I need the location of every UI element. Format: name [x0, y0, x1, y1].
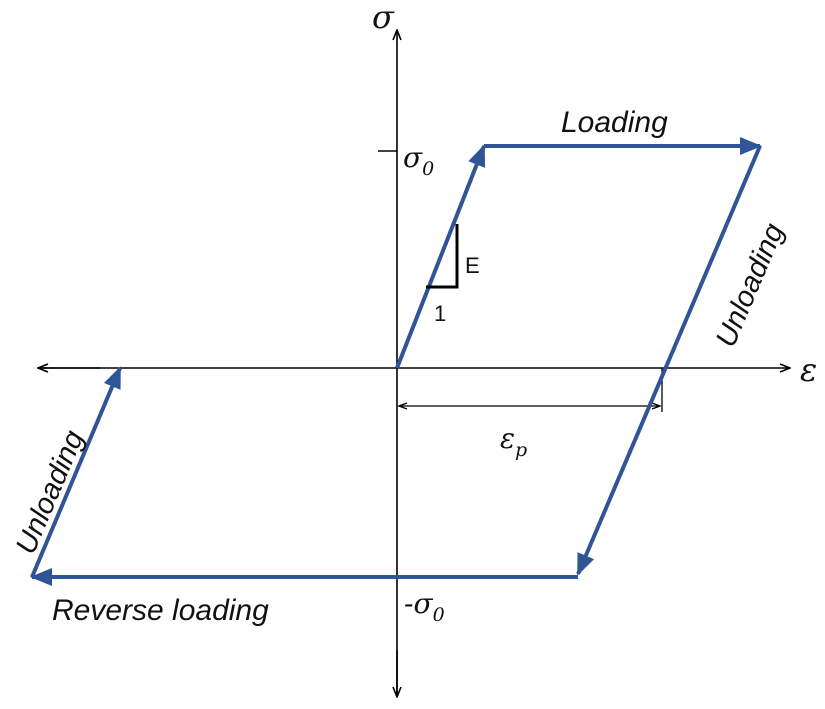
sigma0-label: σ0 — [403, 141, 434, 180]
reverse-loading-label: Reverse loading — [52, 594, 269, 627]
slope-run-label: 1 — [434, 301, 446, 326]
slope-rise-label: E — [465, 253, 480, 278]
loading-label: Loading — [561, 106, 668, 139]
slope-triangle — [426, 224, 459, 289]
elastic-loading-path — [395, 144, 486, 369]
plastic-strain-label: εp — [500, 422, 527, 461]
epsilon-axis-label: ε — [800, 351, 817, 389]
neg-sigma0-label: -σ0 — [404, 587, 445, 626]
sigma-axis-label: σ — [372, 0, 395, 36]
reverse-unloading-path — [30, 366, 122, 578]
unloading-path — [576, 145, 762, 576]
